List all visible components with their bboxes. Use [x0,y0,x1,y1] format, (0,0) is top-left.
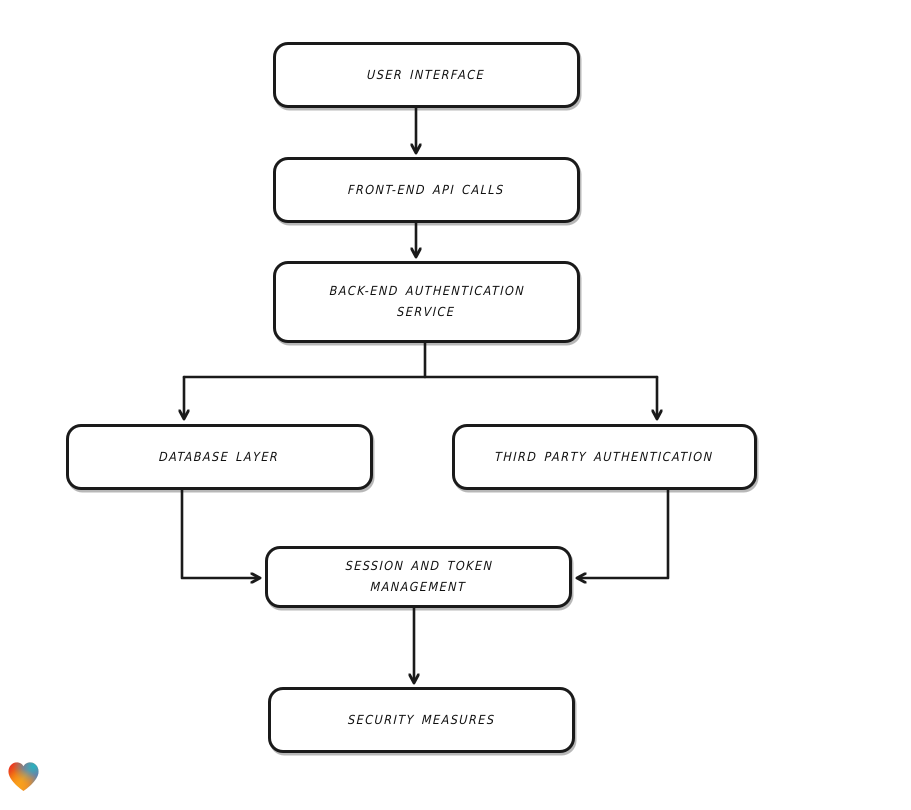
node-label-third-party-authentication: THIRD PARTY AUTHENTICATION [494,448,715,464]
node-third-party-authentication[interactable]: THIRD PARTY AUTHENTICATION [452,424,757,490]
node-user-interface[interactable]: USER INTERFACE [273,42,580,108]
node-front-end-api-calls[interactable]: FRONT-END API CALLS [273,157,580,223]
node-label-security-measures: SECURITY MEASURES [347,711,496,727]
node-label-back-end-authentication-service: BACK-END AUTHENTICATION SERVICE [328,283,526,319]
node-label-user-interface: USER INTERFACE [367,66,486,82]
node-label-session-and-token-management: SESSION AND TOKEN MANAGEMENT [344,558,494,594]
node-label-front-end-api-calls: FRONT-END API CALLS [347,181,506,197]
node-label-database-layer: DATABASE LAYER [159,448,280,464]
node-back-end-authentication-service[interactable]: BACK-END AUTHENTICATION SERVICE [273,261,580,343]
node-session-and-token-management[interactable]: SESSION AND TOKEN MANAGEMENT [265,546,572,608]
node-database-layer[interactable]: DATABASE LAYER [66,424,373,490]
heart-icon [8,762,39,791]
node-security-measures[interactable]: SECURITY MEASURES [268,687,575,753]
connector-database-to-session [180,488,259,578]
connector-thirdparty-to-session [578,488,670,578]
